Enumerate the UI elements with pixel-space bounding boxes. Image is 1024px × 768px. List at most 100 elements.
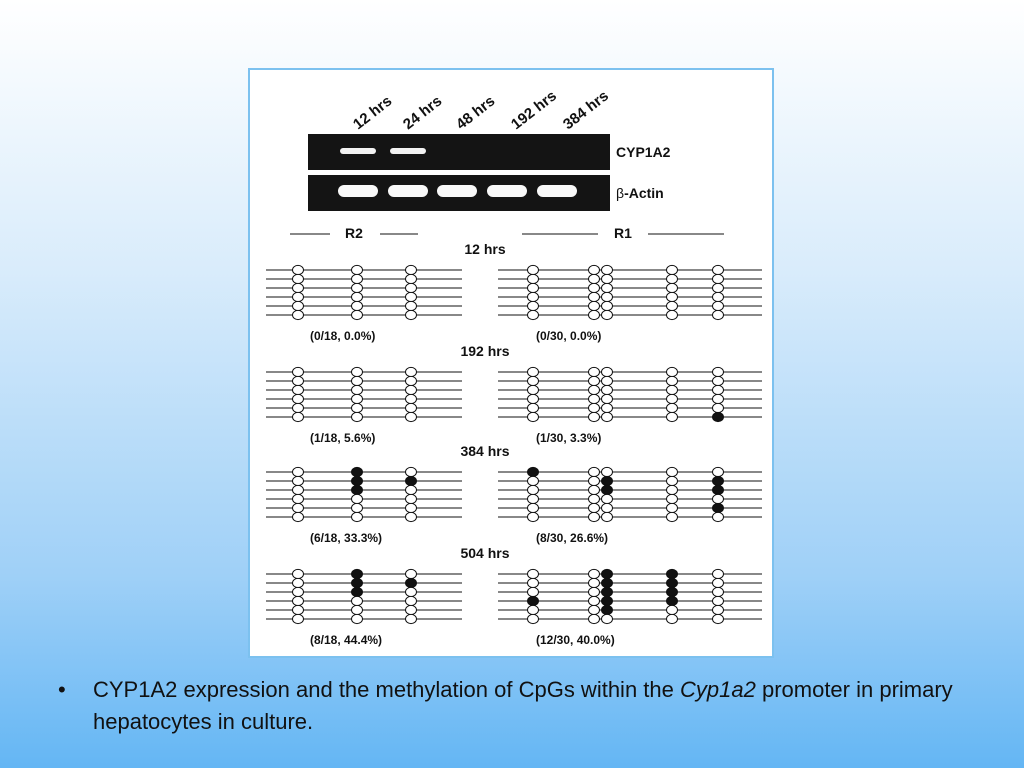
r1-cpg-unmethylated bbox=[527, 613, 539, 625]
r1-cpg-unmethylated bbox=[588, 411, 600, 423]
r1-cpg-methylated bbox=[601, 577, 613, 589]
r1-methylation-stat: (8/30, 26.6%) bbox=[536, 531, 608, 545]
r1-cpg-unmethylated bbox=[588, 475, 600, 487]
r1-cpg-unmethylated bbox=[527, 484, 539, 496]
r2-cpg-unmethylated bbox=[351, 604, 363, 616]
r1-cpg-unmethylated bbox=[588, 282, 600, 294]
r2-cpg-unmethylated bbox=[351, 309, 363, 321]
r1-cpg-unmethylated bbox=[712, 595, 724, 607]
r2-cpg-unmethylated bbox=[292, 586, 304, 598]
actin-band bbox=[338, 185, 378, 197]
r2-cpg-unmethylated bbox=[292, 402, 304, 414]
r2-cpg-unmethylated bbox=[292, 511, 304, 523]
r1-cpg-unmethylated bbox=[527, 502, 539, 514]
r1-cpg-unmethylated bbox=[666, 511, 678, 523]
lane-label: 384 hrs bbox=[560, 87, 612, 133]
r2-cpg-unmethylated bbox=[405, 309, 417, 321]
r1-cpg-unmethylated bbox=[712, 384, 724, 396]
r1-cpg-unmethylated bbox=[588, 264, 600, 276]
r2-cpg-unmethylated bbox=[405, 282, 417, 294]
r1-cpg-unmethylated bbox=[666, 411, 678, 423]
r2-cpg-unmethylated bbox=[351, 273, 363, 285]
caption-text: CYP1A2 expression and the methylation of… bbox=[93, 674, 993, 738]
r1-cpg-unmethylated bbox=[712, 393, 724, 405]
r2-cpg-unmethylated bbox=[292, 300, 304, 312]
r1-cpg-unmethylated bbox=[712, 309, 724, 321]
r2-cpg-unmethylated bbox=[405, 586, 417, 598]
r1-cpg-methylated bbox=[712, 411, 724, 423]
r1-cpg-unmethylated bbox=[601, 366, 613, 378]
r2-cpg-unmethylated bbox=[292, 595, 304, 607]
r1-cpg-unmethylated bbox=[601, 300, 613, 312]
r1-cpg-unmethylated bbox=[527, 393, 539, 405]
r2-cpg-unmethylated bbox=[351, 402, 363, 414]
r2-cpg-unmethylated bbox=[351, 613, 363, 625]
r1-cpg-methylated bbox=[666, 568, 678, 580]
r2-cpg-unmethylated bbox=[405, 502, 417, 514]
r1-cpg-unmethylated bbox=[588, 466, 600, 478]
r2-cpg-unmethylated bbox=[351, 393, 363, 405]
r2-cpg-unmethylated bbox=[351, 375, 363, 387]
r2-cpg-unmethylated bbox=[405, 402, 417, 414]
r1-cpg-unmethylated bbox=[527, 300, 539, 312]
r1-cpg-unmethylated bbox=[527, 264, 539, 276]
r1-cpg-unmethylated bbox=[527, 577, 539, 589]
caption-part2: promoter in primary hepatocytes in cultu… bbox=[93, 677, 953, 734]
r1-cpg-methylated bbox=[712, 502, 724, 514]
r1-cpg-unmethylated bbox=[712, 402, 724, 414]
panel-time-label: 12 hrs bbox=[464, 241, 505, 257]
r1-cpg-unmethylated bbox=[712, 466, 724, 478]
r1-cpg-unmethylated bbox=[588, 493, 600, 505]
r1-cpg-methylated bbox=[712, 475, 724, 487]
r1-cpg-unmethylated bbox=[588, 511, 600, 523]
r1-cpg-unmethylated bbox=[588, 366, 600, 378]
r1-cpg-methylated bbox=[601, 568, 613, 580]
r2-cpg-unmethylated bbox=[292, 309, 304, 321]
r1-cpg-unmethylated bbox=[666, 493, 678, 505]
r1-cpg-unmethylated bbox=[588, 586, 600, 598]
r2-cpg-unmethylated bbox=[292, 273, 304, 285]
gel-label-cyp1a2: CYP1A2 bbox=[616, 144, 671, 160]
r2-cpg-unmethylated bbox=[405, 411, 417, 423]
r1-cpg-unmethylated bbox=[527, 291, 539, 303]
r2-cpg-unmethylated bbox=[405, 375, 417, 387]
r1-cpg-unmethylated bbox=[712, 300, 724, 312]
r2-cpg-unmethylated bbox=[292, 411, 304, 423]
r2-cpg-unmethylated bbox=[405, 264, 417, 276]
r1-cpg-unmethylated bbox=[666, 393, 678, 405]
r1-cpg-unmethylated bbox=[666, 475, 678, 487]
r2-cpg-unmethylated bbox=[405, 291, 417, 303]
r1-cpg-unmethylated bbox=[588, 402, 600, 414]
r2-cpg-unmethylated bbox=[292, 568, 304, 580]
r1-cpg-unmethylated bbox=[527, 475, 539, 487]
r2-cpg-unmethylated bbox=[405, 466, 417, 478]
r1-cpg-unmethylated bbox=[712, 613, 724, 625]
r1-cpg-unmethylated bbox=[712, 577, 724, 589]
r2-cpg-unmethylated bbox=[292, 291, 304, 303]
r1-cpg-unmethylated bbox=[666, 375, 678, 387]
gel-label-actin: β-Actin bbox=[616, 185, 664, 201]
r1-cpg-unmethylated bbox=[712, 604, 724, 616]
cyp1a2-band bbox=[340, 148, 376, 154]
r1-cpg-unmethylated bbox=[712, 282, 724, 294]
r2-cpg-unmethylated bbox=[292, 366, 304, 378]
r2-cpg-unmethylated bbox=[351, 493, 363, 505]
r1-cpg-unmethylated bbox=[712, 493, 724, 505]
r1-cpg-unmethylated bbox=[588, 502, 600, 514]
r1-cpg-unmethylated bbox=[666, 366, 678, 378]
r2-cpg-unmethylated bbox=[292, 466, 304, 478]
r2-cpg-unmethylated bbox=[292, 475, 304, 487]
r1-cpg-unmethylated bbox=[527, 586, 539, 598]
r2-cpg-methylated bbox=[351, 466, 363, 478]
r2-cpg-unmethylated bbox=[292, 502, 304, 514]
r2-methylation-stat: (0/18, 0.0%) bbox=[310, 329, 375, 343]
r2-cpg-unmethylated bbox=[292, 264, 304, 276]
r1-cpg-unmethylated bbox=[588, 568, 600, 580]
r1-cpg-unmethylated bbox=[527, 282, 539, 294]
r2-cpg-unmethylated bbox=[351, 282, 363, 294]
lane-label: 24 hrs bbox=[400, 93, 445, 134]
r2-cpg-methylated bbox=[351, 586, 363, 598]
r1-cpg-unmethylated bbox=[712, 568, 724, 580]
r2-cpg-unmethylated bbox=[405, 300, 417, 312]
actin-label-rest: -Actin bbox=[624, 185, 664, 201]
